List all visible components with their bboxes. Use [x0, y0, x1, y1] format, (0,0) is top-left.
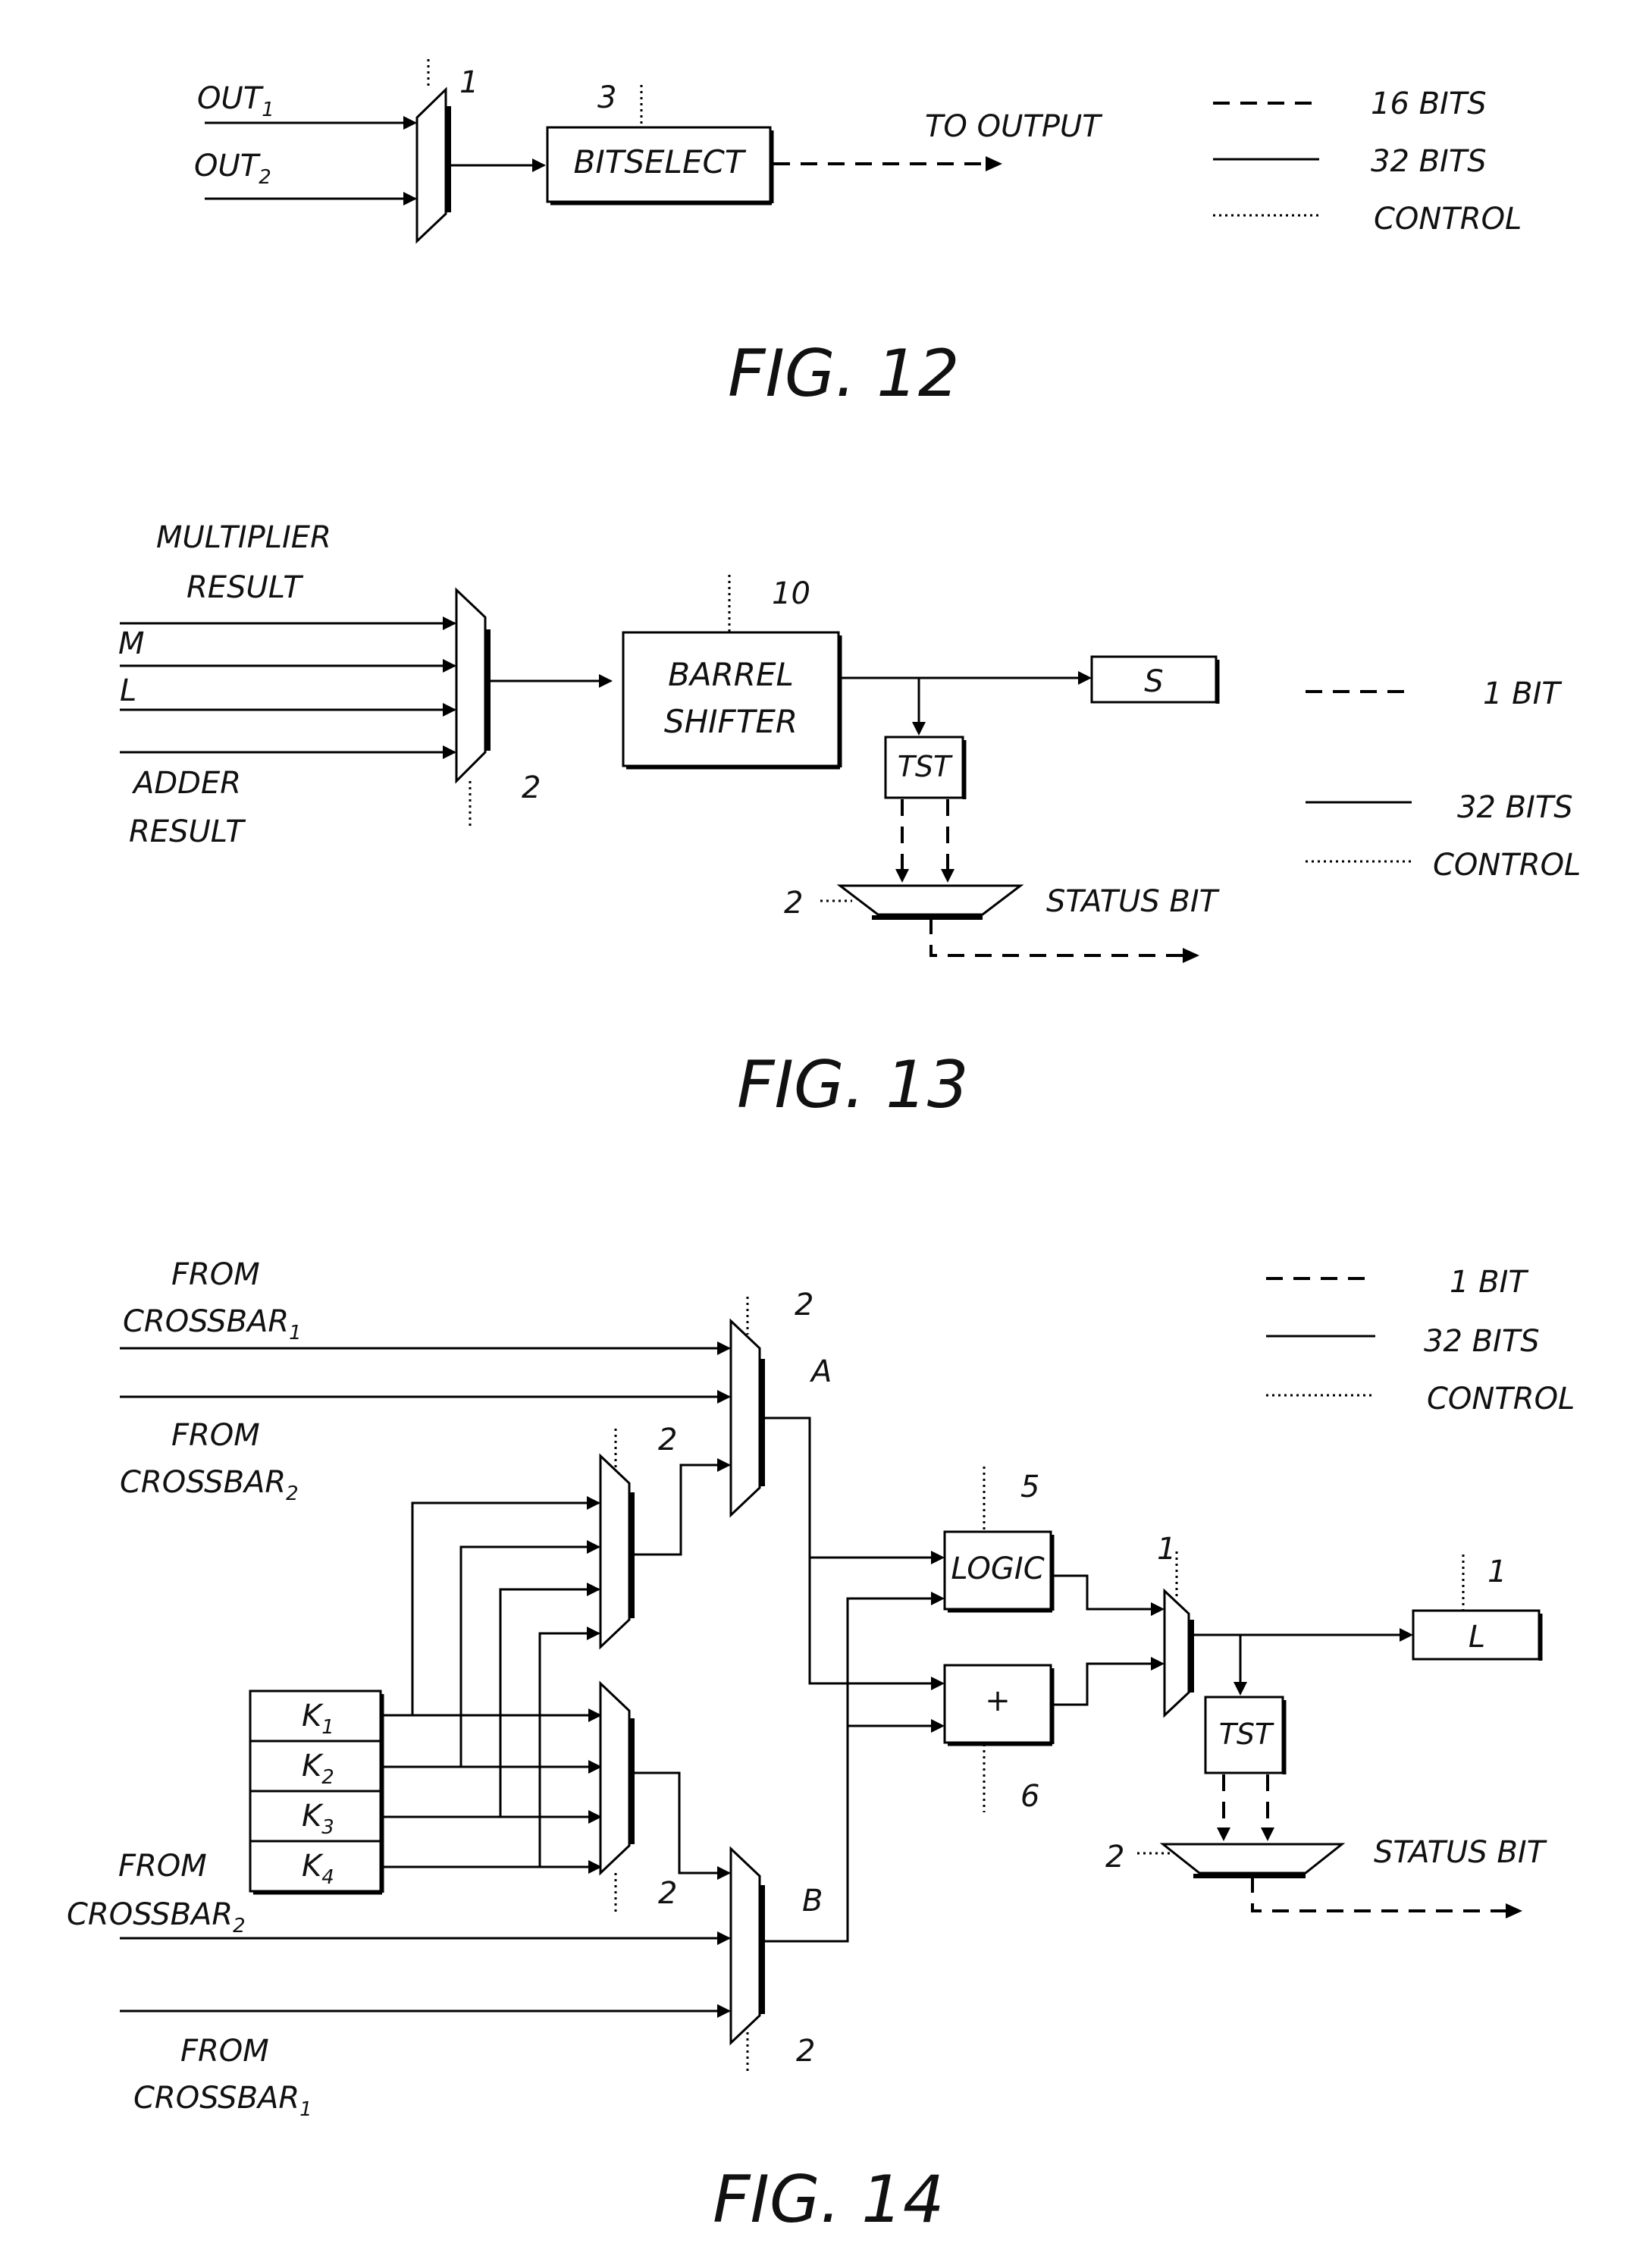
s-register-label: S	[1144, 664, 1163, 699]
fig14-mux-a-ref: 2	[795, 1288, 813, 1322]
fig12-block-ref: 3	[597, 80, 616, 115]
fig14-crossbar-label-4: CROSSBAR1	[133, 2081, 312, 2121]
fig14-from-label-3: FROM	[118, 1849, 207, 1884]
fig14-const-mux-upper-ref: 2	[658, 1423, 677, 1457]
fig14-mux-b	[731, 1849, 760, 2043]
fig13-status-mux	[840, 886, 1020, 915]
fig12-caption: FIG. 12	[728, 336, 960, 412]
fig13-legend: 1 BIT 32 BITS CONTROL	[1306, 676, 1581, 883]
fig14-bus-b-label: B	[802, 1884, 823, 1918]
fig13-m-label: M	[118, 626, 145, 661]
fig13-status-bit-label: STATUS BIT	[1046, 884, 1221, 919]
fig13-legend-32bit: 32 BITS	[1457, 790, 1573, 825]
fig14: FROM CROSSBAR1 FROM CROSSBAR2 FROM CROSS…	[67, 1257, 1575, 2238]
to-output-label: TO OUTPUT	[925, 109, 1103, 144]
fig12-mux-ref: 1	[459, 65, 478, 100]
fig13-status-out-wire	[931, 918, 1183, 955]
fig12: OUT1 OUT2 1 3 BITSELECT TO OUTPUT 16 BIT…	[194, 59, 1522, 412]
fig14-legend-control: CONTROL	[1427, 1382, 1575, 1416]
fig13: MULTIPLIER RESULT M L ADDER RESULT 2 10 …	[118, 520, 1581, 1123]
fig12-legend-16bit: 16 BITS	[1371, 86, 1487, 121]
fig14-const-mux-lower	[600, 1683, 629, 1873]
fig14-legend: 1 BIT 32 BITS CONTROL	[1266, 1265, 1575, 1416]
fig14-logic-out-wire	[1051, 1576, 1161, 1609]
fig14-bus-b-wire	[761, 1598, 942, 1941]
barrel-shifter-line-1: BARREL	[668, 656, 794, 693]
fig14-const-mux-upper	[600, 1456, 629, 1647]
fig13-multiplier-label: MULTIPLIER	[156, 520, 331, 555]
fig14-status-out-wire	[1252, 1876, 1506, 1911]
fig12-legend-32bit: 32 BITS	[1371, 144, 1487, 179]
fig14-status-bit-label: STATUS BIT	[1374, 1835, 1548, 1870]
fig14-out-mux-ref: 1	[1157, 1532, 1176, 1567]
fig14-const-mux-lower-ref: 2	[658, 1876, 677, 1911]
fig12-input-2-label: OUT2	[194, 149, 271, 189]
fig13-tst-label: TST	[898, 750, 953, 783]
fig14-adder-out-wire	[1051, 1664, 1161, 1705]
fig14-out-mux	[1165, 1591, 1189, 1715]
fig14-crossbar-label-2: CROSSBAR2	[120, 1465, 299, 1505]
fig14-const-mux-upper-out	[631, 1465, 729, 1555]
fig14-caption: FIG. 14	[713, 2162, 945, 2238]
fig14-status-mux	[1163, 1844, 1342, 1873]
constants-register: K1 K2 K3 K4	[250, 1691, 382, 1893]
fig14-crossbar-label-3: CROSSBAR2	[67, 1897, 246, 1937]
l-register-label: L	[1469, 1620, 1485, 1655]
fig12-mux	[417, 89, 446, 241]
barrel-shifter-line-2: SHIFTER	[664, 703, 798, 740]
fig14-l-ref: 1	[1487, 1555, 1506, 1589]
fig13-legend-control: CONTROL	[1433, 848, 1581, 883]
fig14-legend-1bit: 1 BIT	[1450, 1265, 1529, 1300]
fig13-mux	[456, 590, 485, 781]
fig13-adder-label: ADDER	[131, 766, 241, 801]
fig12-legend-control: CONTROL	[1374, 202, 1522, 237]
bitselect-label: BITSELECT	[574, 143, 747, 180]
barrel-shifter-block	[623, 632, 839, 766]
fig13-status-mux-ref: 2	[784, 886, 803, 921]
fig13-l-label: L	[120, 673, 136, 708]
fig14-legend-32bit: 32 BITS	[1424, 1324, 1540, 1359]
fig14-mux-a	[731, 1321, 760, 1515]
fig14-adder-ref: 6	[1020, 1779, 1039, 1814]
fig14-const-mux-lower-out	[631, 1773, 729, 1873]
fig14-constant-wires	[381, 1496, 602, 1874]
fig13-adder-result-label: RESULT	[129, 814, 246, 849]
fig14-logic-ref: 5	[1020, 1470, 1039, 1504]
fig14-from-label-4: FROM	[180, 2034, 269, 2069]
fig14-from-label-2: FROM	[171, 1418, 260, 1453]
fig13-shifter-ref: 10	[772, 576, 810, 611]
fig13-caption: FIG. 13	[737, 1047, 969, 1123]
adder-label: +	[985, 1683, 1011, 1718]
fig13-multiplier-result-label: RESULT	[187, 570, 304, 605]
fig14-from-label-1: FROM	[171, 1257, 260, 1292]
fig14-mux-b-ref: 2	[796, 2034, 815, 2069]
fig14-crossbar-label-1: CROSSBAR1	[123, 1304, 302, 1344]
fig13-mux-ref: 2	[522, 770, 541, 805]
fig14-tst-label: TST	[1219, 1718, 1274, 1751]
fig12-input-1-label: OUT1	[197, 81, 274, 121]
logic-label: LOGIC	[951, 1551, 1044, 1586]
fig14-bus-a-wire	[761, 1418, 942, 1683]
fig13-legend-1bit: 1 BIT	[1483, 676, 1563, 711]
fig14-status-mux-ref: 2	[1105, 1840, 1124, 1875]
fig12-legend: 16 BITS 32 BITS CONTROL	[1213, 86, 1522, 237]
fig14-bus-a-label: A	[809, 1354, 832, 1389]
